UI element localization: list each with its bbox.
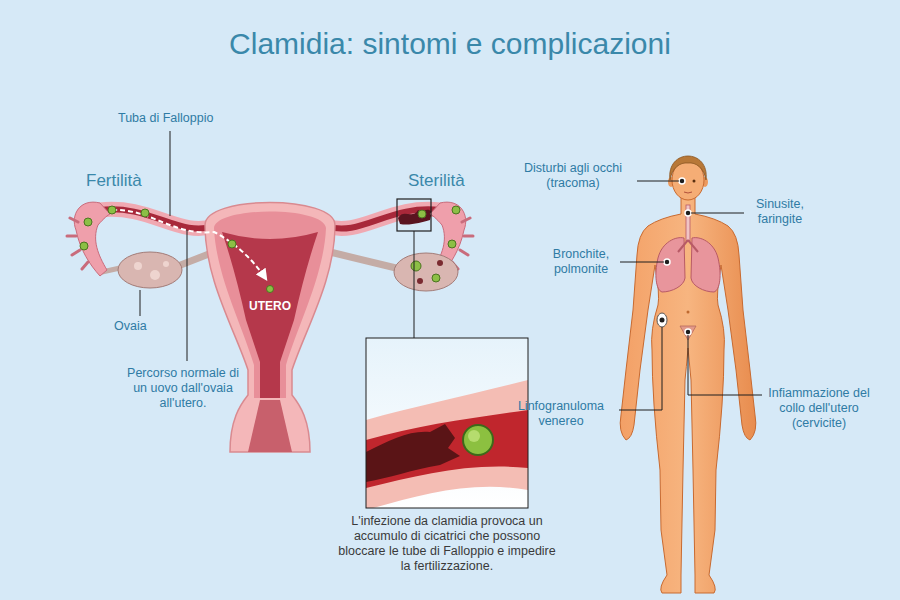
tube-lumen xyxy=(366,410,528,488)
leader-line xyxy=(619,327,662,410)
leader-line xyxy=(691,213,744,214)
ovary xyxy=(394,253,458,291)
egg xyxy=(228,240,236,248)
egg xyxy=(463,425,493,455)
leader-line xyxy=(140,290,141,316)
leader-line xyxy=(187,230,188,361)
lymph-node xyxy=(657,313,667,327)
leader-line xyxy=(170,131,171,216)
leader-line xyxy=(414,231,415,338)
egg xyxy=(418,210,426,218)
state-label: Sterilità xyxy=(408,171,508,191)
part-label: Ovaia xyxy=(114,319,174,334)
follicle xyxy=(417,278,423,284)
caption-note: L'infezione da clamidia provoca un accum… xyxy=(336,514,558,574)
symptom-label: Sinusite, faringite xyxy=(748,197,812,227)
egg xyxy=(84,218,92,226)
organ-label: UTERO xyxy=(236,299,304,313)
diagram-title: Clamidia: sintomi e complicazioni xyxy=(0,26,900,62)
lung xyxy=(691,238,720,292)
follicle xyxy=(411,261,421,271)
leader-line xyxy=(620,262,664,263)
bronchi xyxy=(678,240,698,252)
egg xyxy=(452,206,460,214)
egg xyxy=(108,206,116,214)
symptom-label: Infiammazione del collo dell'utero (cerv… xyxy=(766,386,872,431)
leader-line xyxy=(688,335,762,395)
egg xyxy=(141,209,149,217)
egg xyxy=(80,242,88,250)
follicle xyxy=(163,261,169,267)
follicle xyxy=(437,260,443,266)
egg xyxy=(267,286,274,293)
symptom-label: Linfogranuloma venereo xyxy=(508,399,614,429)
zoom-box xyxy=(397,199,431,231)
state-label: Fertilità xyxy=(86,171,186,191)
symptom-dot xyxy=(660,318,665,323)
inset-tube xyxy=(366,380,528,508)
symptom-label: Disturbi agli occhi (tracoma) xyxy=(512,161,634,191)
symptom-dot xyxy=(664,259,670,265)
symptom-dot xyxy=(685,210,691,216)
trachea xyxy=(686,205,690,241)
uterus-wall xyxy=(205,203,335,453)
fimbriae xyxy=(74,202,110,276)
inset-frame xyxy=(366,338,528,508)
fallopian-tube xyxy=(326,209,440,228)
mouth xyxy=(684,192,692,193)
part-label: Tuba di Falloppio xyxy=(118,111,242,126)
egg-highlight xyxy=(468,430,480,442)
symptom-dot xyxy=(679,178,685,184)
scar-tissue xyxy=(398,210,432,225)
fallopian-tube xyxy=(100,209,214,228)
navel xyxy=(687,311,690,314)
scar-tissue xyxy=(366,424,460,482)
follicle xyxy=(432,274,440,282)
leader-line xyxy=(637,181,679,182)
lung xyxy=(656,238,685,292)
follicle xyxy=(134,262,142,270)
tube-lumen xyxy=(100,209,214,228)
vaginal-canal xyxy=(248,400,292,452)
egg-path-arrow xyxy=(112,210,266,279)
hair xyxy=(670,156,707,180)
ligament xyxy=(330,252,396,268)
follicle xyxy=(150,270,160,280)
symptom-label: Bronchite, polmonite xyxy=(546,247,616,277)
eye xyxy=(693,180,696,183)
fimbriae xyxy=(67,218,88,269)
tube-lumen xyxy=(326,209,440,228)
tube-wall xyxy=(366,380,528,508)
ovary xyxy=(118,252,182,288)
egg xyxy=(448,240,456,248)
symptom-dot xyxy=(685,329,691,335)
note-label: Percorso normale di un uovo dall'ovaia a… xyxy=(127,366,239,411)
